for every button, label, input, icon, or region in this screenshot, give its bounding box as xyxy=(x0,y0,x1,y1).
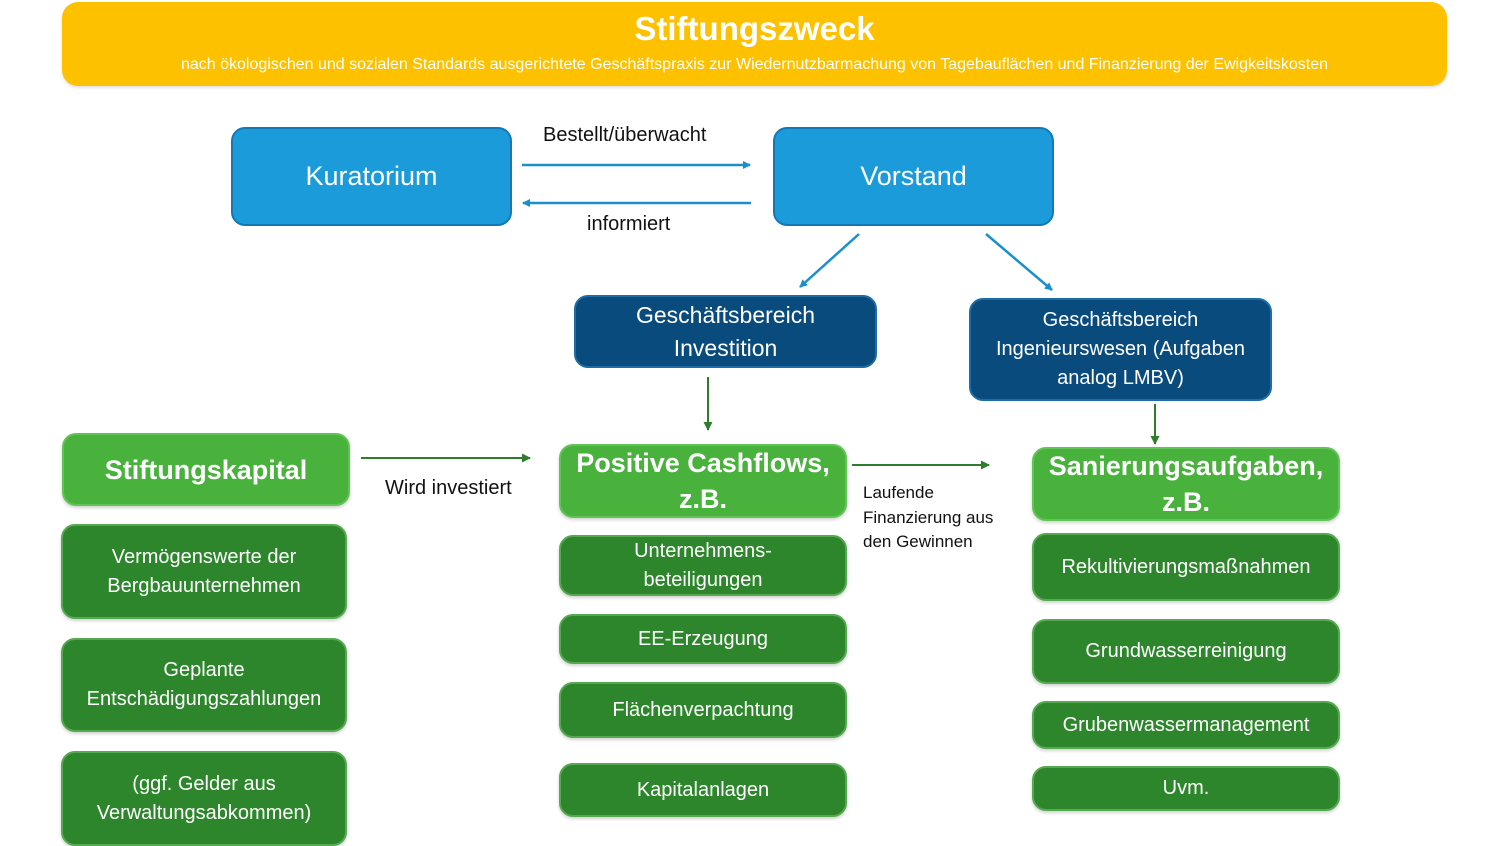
kuratorium-box: Kuratorium xyxy=(231,127,512,226)
capital-item-line: Bergbauunternehmen xyxy=(107,574,301,597)
capital-item-line: Entschädigungszahlungen xyxy=(86,688,322,710)
informs-label: informiert xyxy=(587,213,671,235)
invested-label: Wird investiert xyxy=(385,477,512,499)
remediation-header-line-2: z.B. xyxy=(1161,487,1210,517)
arrow-vorstand-to-engineering xyxy=(985,233,1053,291)
vorstand-label: Vorstand xyxy=(860,161,967,191)
capital-item: (ggf. Gelder aus Verwaltungsabkommen) xyxy=(61,751,347,846)
cashflow-item-line: beteiligungen xyxy=(643,568,763,591)
remediation-item: Rekultivierungsmaßnahmen xyxy=(1032,533,1340,601)
division-investment-box: Geschäftsbereich Investition xyxy=(574,295,877,368)
remediation-header-line-1: Sanierungsaufgaben, xyxy=(1048,451,1324,481)
capital-header: Stiftungskapital xyxy=(104,454,308,485)
cashflow-item: Flächenverpachtung xyxy=(559,682,847,738)
appoints-supervises-label: Bestellt/überwacht xyxy=(543,124,707,146)
banner-title: Stiftungszweck xyxy=(634,10,875,47)
cashflow-item: Kapitalanlagen xyxy=(559,763,847,817)
remediation-item-line: Uvm. xyxy=(1162,777,1210,799)
kuratorium-label: Kuratorium xyxy=(305,161,438,191)
capital-item-line: Geplante xyxy=(163,659,245,681)
capital-item-line: (ggf. Gelder aus xyxy=(132,772,276,795)
capital-item: Geplante Entschädigungszahlungen xyxy=(61,638,347,732)
cashflows-header-line-2: z.B. xyxy=(678,484,727,514)
division-engineering-line-3: analog LMBV) xyxy=(1057,367,1184,389)
cashflow-item-line: Flächenverpachtung xyxy=(612,698,794,721)
financing-label-line: den Gewinnen xyxy=(863,532,973,551)
purpose-banner: Stiftungszweck nach ökologischen und soz… xyxy=(62,2,1447,86)
cashflow-item-line: Kapitalanlagen xyxy=(636,778,770,801)
remediation-item: Grundwasserreinigung xyxy=(1032,619,1340,684)
capital-header-box: Stiftungskapital xyxy=(62,433,350,506)
cashflows-header-box: Positive Cashflows, z.B. xyxy=(559,444,847,518)
capital-item-line: Vermögenswerte der xyxy=(111,545,297,568)
arrow-vorstand-to-investment xyxy=(799,233,860,288)
capital-item-line: Verwaltungsabkommen) xyxy=(96,801,312,824)
remediation-item: Grubenwassermanagement xyxy=(1032,701,1340,749)
cashflow-item: EE-Erzeugung xyxy=(559,614,847,664)
cashflow-item: Unternehmens- beteiligungen xyxy=(559,535,847,596)
remediation-item-line: Rekultivierungsmaßnahmen xyxy=(1061,555,1311,578)
cashflow-item-line: EE-Erzeugung xyxy=(637,627,769,650)
financing-label: Laufende Finanzierung aus den Gewinnen xyxy=(863,481,1013,555)
financing-label-line: Finanzierung aus xyxy=(863,507,994,527)
cashflow-item-line: Unternehmens- xyxy=(634,539,772,562)
division-investment-line-1: Geschäftsbereich xyxy=(636,301,815,328)
division-engineering-box: Geschäftsbereich Ingenieurswesen (Aufgab… xyxy=(969,298,1272,401)
remediation-item-line: Grubenwassermanagement xyxy=(1062,713,1310,736)
division-engineering-line-1: Geschäftsbereich xyxy=(1042,309,1199,331)
remediation-item-line: Grundwasserreinigung xyxy=(1085,640,1287,662)
capital-item: Vermögenswerte der Bergbauunternehmen xyxy=(61,524,347,619)
cashflows-header-line-1: Positive Cashflows, xyxy=(576,448,830,478)
division-engineering-line-2: Ingenieurswesen (Aufgaben xyxy=(995,338,1246,360)
banner-subtitle: nach ökologischen und sozialen Standards… xyxy=(180,56,1329,73)
financing-label-line: Laufende xyxy=(863,483,934,502)
vorstand-box: Vorstand xyxy=(773,127,1054,226)
remediation-item: Uvm. xyxy=(1032,766,1340,811)
remediation-header-box: Sanierungsaufgaben, z.B. xyxy=(1032,447,1340,521)
division-investment-line-2: Investition xyxy=(673,334,778,361)
